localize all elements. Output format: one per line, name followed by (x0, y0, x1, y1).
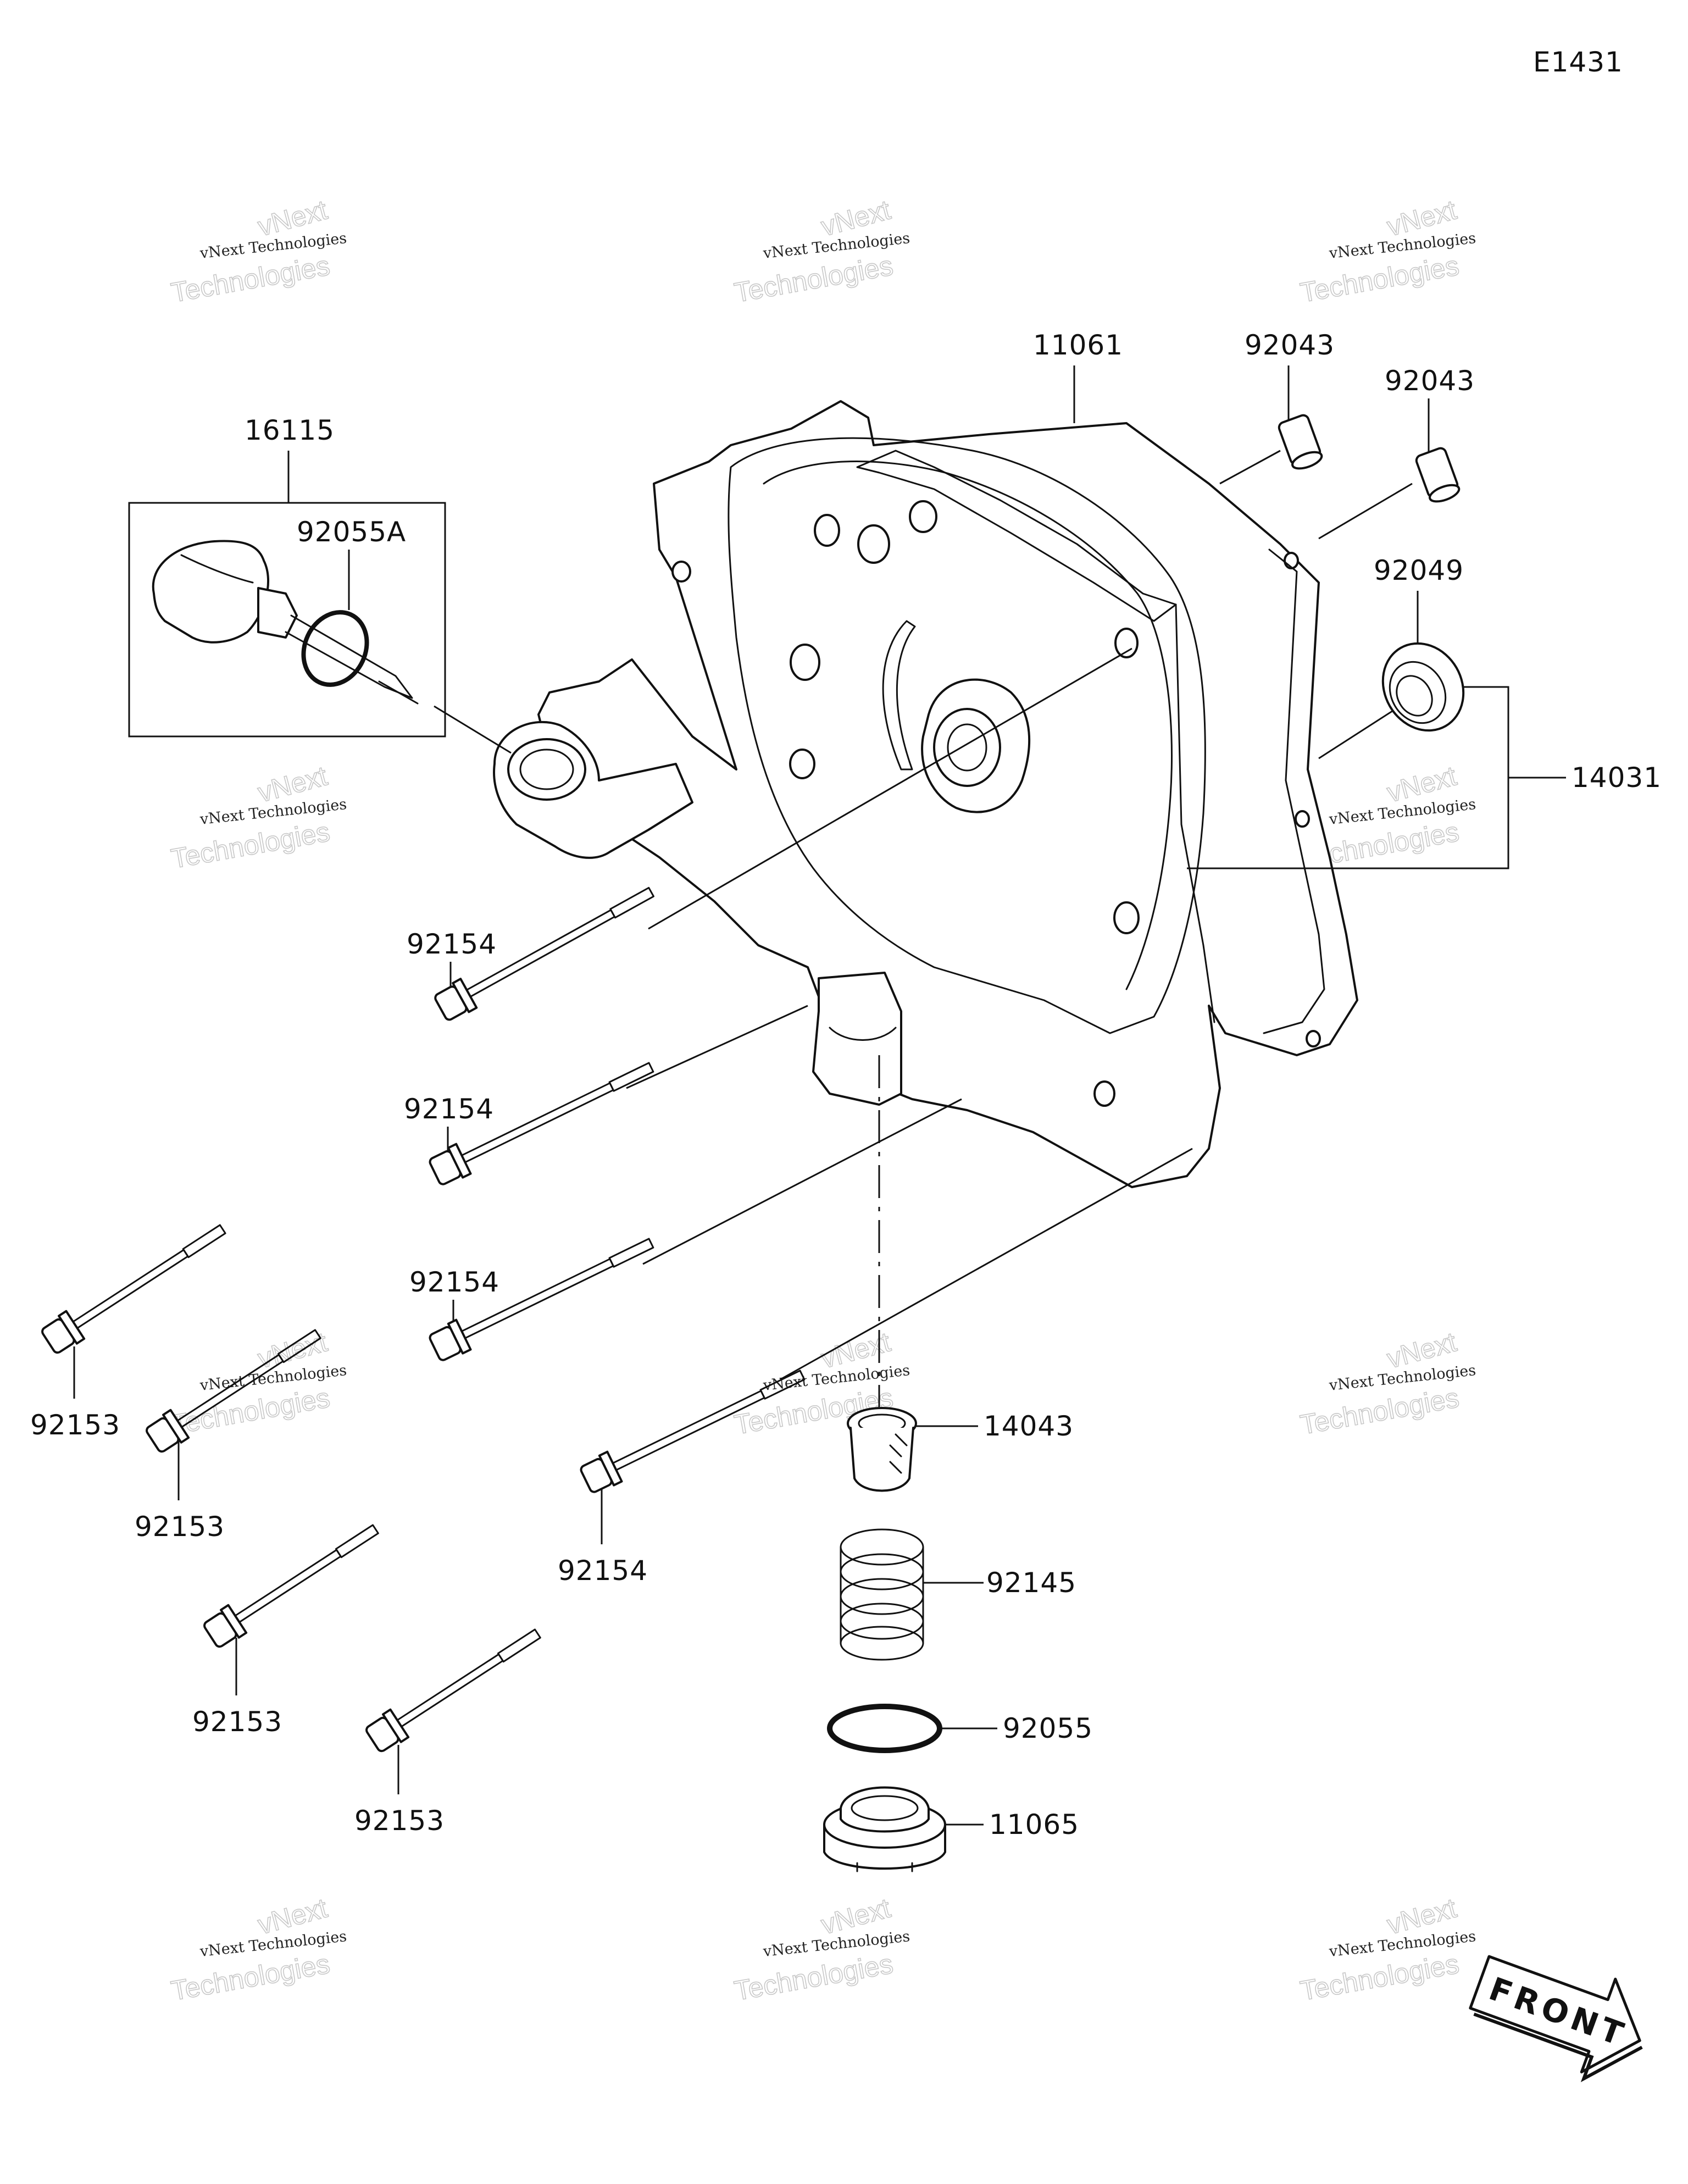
dowel-pin (1415, 447, 1461, 503)
callout-label: 11061 (1033, 329, 1123, 361)
callout-label: 92153 (30, 1409, 120, 1441)
watermark: vNext Technologies vNext Technologies (168, 1326, 347, 1441)
bolt-92153 (365, 1628, 541, 1753)
callout-label: 92145 (986, 1567, 1076, 1599)
drain-plug (823, 1786, 946, 1872)
callout-label: 92153 (354, 1805, 445, 1837)
watermark: vNext Technologies vNext Technologies (1297, 194, 1476, 309)
svg-text:Technologies: Technologies (169, 1948, 332, 2006)
oil-dipstick (152, 540, 419, 705)
callout-label: 92154 (409, 1266, 499, 1298)
o-ring-small (301, 610, 369, 687)
callout-label: 92055 (1003, 1712, 1093, 1744)
bolt-92153 (41, 1224, 226, 1354)
svg-text:Technologies: Technologies (1298, 1382, 1461, 1440)
crankcase-cover (493, 400, 1358, 1188)
svg-text:Technologies: Technologies (1298, 250, 1461, 308)
callout-label: 92153 (135, 1511, 225, 1543)
bolt-92153 (146, 1329, 321, 1453)
callout-label: 92055A (297, 516, 406, 548)
svg-text:Technologies: Technologies (169, 250, 332, 308)
front-direction-arrow: FRONT (1469, 1955, 1643, 2082)
bolt-92154 (429, 1062, 654, 1185)
svg-text:Technologies: Technologies (169, 816, 332, 874)
callout-label: 14043 (984, 1410, 1074, 1442)
callout-label: 14031 (1572, 762, 1662, 794)
bolt-92154 (429, 1238, 654, 1361)
callout-label: 16115 (245, 414, 335, 446)
callout-labels: 11061 92043 92043 92049 14031 16115 9205… (30, 329, 1662, 1841)
bolt-92154 (580, 1370, 806, 1493)
svg-text:Technologies: Technologies (1298, 1948, 1461, 2006)
watermark: vNext Technologies vNext Technologies (168, 194, 347, 309)
watermark: vNext Technologies vNext Technologies (168, 1892, 347, 2007)
callout-label: 11065 (989, 1809, 1079, 1841)
svg-text:Technologies: Technologies (732, 1948, 895, 2006)
watermark: vNext Technologies vNext Technologies (1297, 1326, 1476, 1441)
leader-lines (73, 365, 1566, 1826)
callout-label: 92049 (1374, 555, 1464, 586)
diagram-code: E1431 (1533, 46, 1623, 78)
callout-label: 92043 (1385, 365, 1475, 397)
callout-label: 92154 (558, 1555, 648, 1587)
svg-text:Technologies: Technologies (732, 250, 895, 308)
bolt-92153 (203, 1524, 379, 1648)
o-ring-large (827, 1704, 942, 1753)
callout-label: 92154 (404, 1093, 494, 1125)
callout-label: 92043 (1245, 329, 1335, 361)
callout-label: 92153 (192, 1706, 282, 1738)
coil-spring (840, 1528, 924, 1661)
watermark: vNext Technologies vNext Technologies (168, 760, 347, 875)
dowel-pin (1278, 414, 1323, 470)
watermark: vNext Technologies vNext Technologies (731, 194, 910, 309)
watermark: vNext Technologies vNext Technologies (731, 1892, 910, 2007)
oil-strainer (847, 1407, 917, 1492)
oil-seal (1381, 642, 1465, 732)
callout-label: 92154 (407, 928, 497, 960)
watermark: vNext Technologies vNext Technologies (1297, 1892, 1476, 2007)
bolt-92154 (434, 886, 654, 1021)
